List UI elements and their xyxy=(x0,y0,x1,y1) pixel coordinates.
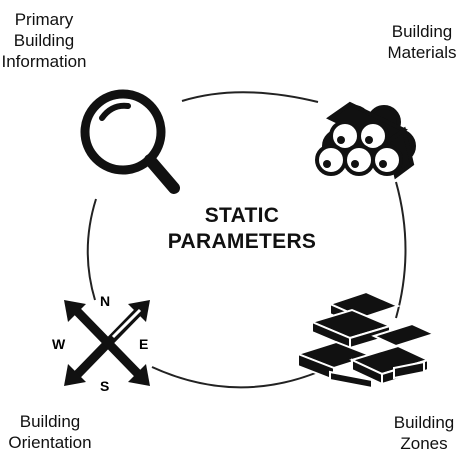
stacked-blocks-icon xyxy=(294,290,437,390)
zones-label-line-1: Building xyxy=(393,413,455,432)
compass-w-label: W xyxy=(52,336,66,352)
building-materials-label: Building Materials xyxy=(372,21,472,63)
materials-label-line-1: Building xyxy=(391,22,453,41)
ring-arc-right xyxy=(395,181,407,319)
magnifier-icon xyxy=(80,89,180,194)
compass-s-label: S xyxy=(100,378,109,394)
center-title-line-2: PARAMETERS xyxy=(167,230,317,253)
building-zones-label: Building Zones xyxy=(384,412,464,454)
ring-arc-bottom xyxy=(151,366,319,389)
primary-label-line-1: Primary xyxy=(14,10,74,29)
materials-label-line-2: Materials xyxy=(387,43,457,62)
pipes-bundle-icon xyxy=(315,101,416,180)
cycle-ring xyxy=(86,91,407,389)
primary-label-line-2: Building xyxy=(13,31,75,50)
compass-icon: N S E W xyxy=(52,293,150,394)
primary-label-line-3: Information xyxy=(1,52,87,71)
compass-n-label: N xyxy=(100,293,110,309)
building-orientation-label: Building Orientation xyxy=(0,411,100,453)
center-title: STATIC PARAMETERS xyxy=(137,203,347,255)
orientation-label-line-2: Orientation xyxy=(8,433,92,452)
compass-e-label: E xyxy=(139,336,148,352)
ring-arc-top xyxy=(181,91,319,103)
zones-label-line-2: Zones xyxy=(400,434,448,453)
ring-arc-left xyxy=(86,198,97,301)
center-title-line-1: STATIC xyxy=(204,204,280,227)
orientation-label-line-1: Building xyxy=(19,412,81,431)
primary-building-information-label: Primary Building Information xyxy=(0,9,94,72)
